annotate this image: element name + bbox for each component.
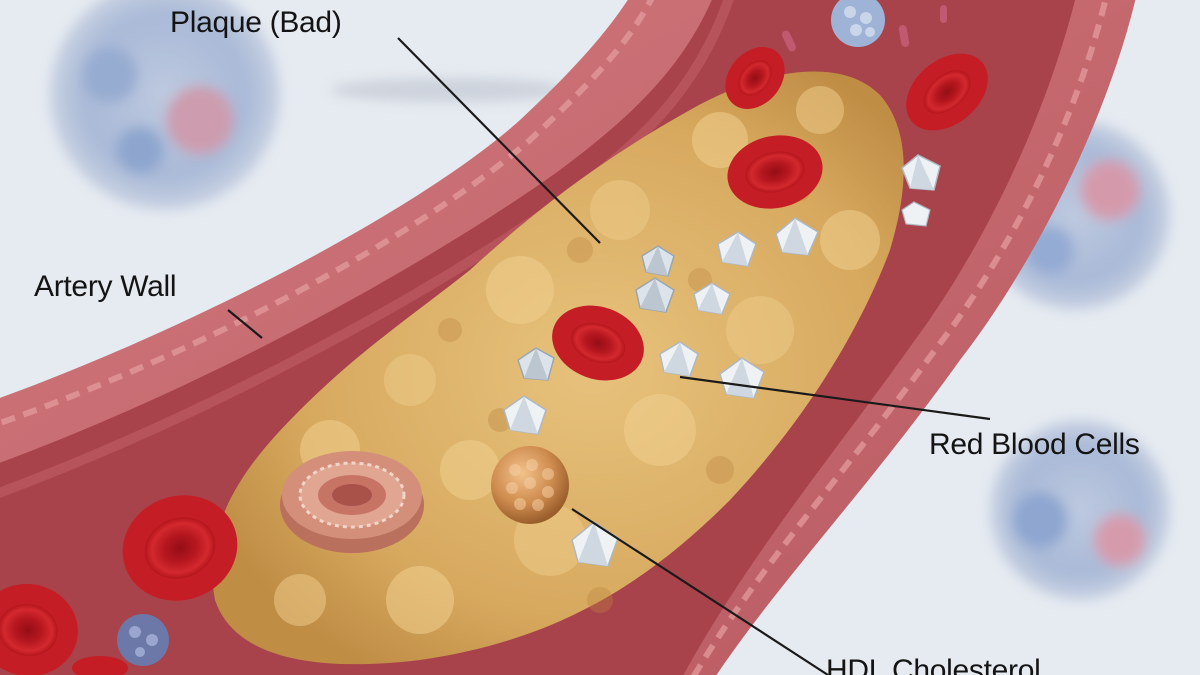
red-blood-cell <box>725 47 785 109</box>
crystal <box>635 277 675 313</box>
crystal <box>571 521 619 567</box>
cholesterol-crystals <box>503 154 941 567</box>
artery-wall-leader-line <box>227 309 263 339</box>
red-blood-cell <box>906 53 988 131</box>
crystal <box>775 217 819 256</box>
red-blood-cell <box>0 583 78 675</box>
leader-lines <box>227 37 991 675</box>
red-blood-cell <box>72 656 128 675</box>
plaque-leader-line <box>397 37 601 244</box>
red-blood-cells <box>0 47 988 675</box>
red-blood-cell <box>552 305 644 381</box>
red-blood-cell <box>727 135 823 209</box>
red-blood-cell <box>122 495 238 601</box>
crystal <box>717 231 757 267</box>
red-blood-cells-leader-line <box>679 375 991 421</box>
label-hdl-cholesterol: HDL Cholesterol <box>826 654 1041 675</box>
blue-particle <box>831 0 885 47</box>
hdl-leader-line <box>571 508 829 675</box>
label-red-blood-cells: Red Blood Cells <box>929 428 1140 461</box>
crystal <box>659 341 699 377</box>
label-plaque: Plaque (Bad) <box>170 6 342 39</box>
crystal <box>901 201 931 227</box>
artery-cross-section <box>280 451 424 553</box>
crystal <box>901 154 941 191</box>
crystal <box>693 282 731 315</box>
blue-particle <box>117 614 169 666</box>
crystal <box>503 395 547 435</box>
hdl-particle <box>491 446 569 524</box>
crystal <box>641 245 675 277</box>
crystal <box>517 347 555 381</box>
label-artery-wall: Artery Wall <box>34 270 177 303</box>
